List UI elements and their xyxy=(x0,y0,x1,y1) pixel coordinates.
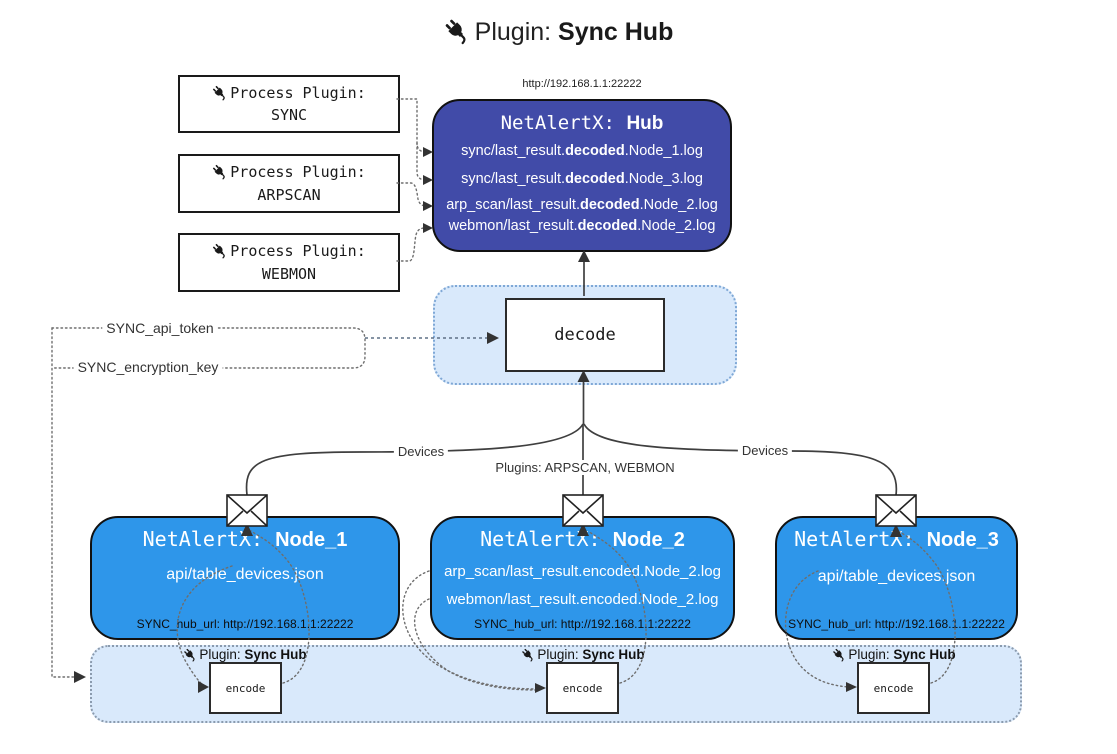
hub-box: NetAlertX: Hub sync/last_result.decoded.… xyxy=(432,99,732,252)
edge-label-devices-left: Devices xyxy=(393,444,449,459)
plug-icon xyxy=(443,18,471,45)
process-plugin-sync-box: Process Plugin: SYNC xyxy=(178,75,400,133)
node2-box: NetAlertX: Node_2 arp_scan/last_result.e… xyxy=(430,516,735,640)
band-plugin-label: Plugin: Sync Hub xyxy=(832,647,956,662)
node-footer: SYNC_hub_url: http://192.168.1.1:22222 xyxy=(136,617,354,631)
encode-box: encode xyxy=(209,662,282,714)
hub-log-line: webmon/last_result.decoded.Node_2.log xyxy=(448,218,716,234)
process-plugin-name: WEBMON xyxy=(261,264,317,283)
node-footer: SYNC_hub_url: http://192.168.1.1:22222 xyxy=(474,617,691,631)
hub-log-line: arp_scan/last_result.decoded.Node_2.log xyxy=(446,197,718,213)
process-plugin-label-row: Process Plugin: xyxy=(212,82,366,105)
plug-icon xyxy=(832,648,847,662)
node-data-line: arp_scan/last_result.encoded.Node_2.log xyxy=(444,563,721,580)
band-plugin-label: Plugin: Sync Hub xyxy=(521,647,645,662)
decode-box: decode xyxy=(505,298,665,372)
node3-box: NetAlertX: Node_3 api/table_devices.json… xyxy=(775,516,1018,640)
edge-label-plugins: Plugins: ARPSCAN, WEBMON xyxy=(491,460,679,475)
setting-encryption-key-label: SYNC_encryption_key xyxy=(73,359,223,375)
band-plugin-label: Plugin: Sync Hub xyxy=(183,647,307,662)
node-footer: SYNC_hub_url: http://192.168.1.1:22222 xyxy=(788,617,1005,631)
plug-icon xyxy=(212,84,229,101)
hub-title-prefix: NetAlertX: xyxy=(500,112,627,134)
process-plugin-label: Process Plugin: xyxy=(230,83,366,102)
process-plugin-name: SYNC xyxy=(270,106,308,124)
process-plugin-label: Process Plugin: xyxy=(230,242,366,260)
node1-box: NetAlertX: Node_1 api/table_devices.json… xyxy=(90,516,400,640)
hub-log-line: sync/last_result.decoded.Node_3.log xyxy=(461,171,703,187)
encode-box: encode xyxy=(546,662,619,714)
node-title: NetAlertX: Node_2 xyxy=(480,527,685,551)
hub-log-line: sync/last_result.decoded.Node_1.log xyxy=(461,143,703,159)
node-data-line: api/table_devices.json xyxy=(166,566,324,583)
title-prefix: Plugin: xyxy=(474,18,559,46)
plug-icon xyxy=(521,648,536,662)
hub-url-label: http://192.168.1.1:22222 xyxy=(522,78,642,90)
node-data-line: webmon/last_result.encoded.Node_2.log xyxy=(446,591,719,608)
node-title: NetAlertX: Node_1 xyxy=(142,527,348,551)
setting-api-token-label: SYNC_api_token xyxy=(102,320,218,336)
process-plugin-label-row: Process Plugin: xyxy=(212,240,366,263)
plug-icon xyxy=(183,648,198,662)
plug-icon xyxy=(212,164,229,180)
node-data-line: api/table_devices.json xyxy=(817,568,976,585)
edge-label-devices-right: Devices xyxy=(737,443,793,458)
plug-icon xyxy=(212,243,229,259)
hub-title-name: Hub xyxy=(626,113,664,134)
title-name: Sync Hub xyxy=(558,18,674,46)
process-plugin-label-row: Process Plugin: xyxy=(212,161,366,184)
process-plugin-arpscan-box: Process Plugin: ARPSCAN xyxy=(178,154,400,213)
node-title: NetAlertX: Node_3 xyxy=(794,527,999,551)
page-title: Plugin: Sync Hub xyxy=(0,18,1117,47)
encode-box: encode xyxy=(857,662,930,714)
process-plugin-webmon-box: Process Plugin: WEBMON xyxy=(178,233,400,292)
process-plugin-name: ARPSCAN xyxy=(257,185,321,204)
process-plugin-label: Process Plugin: xyxy=(230,163,366,181)
hub-title: NetAlertX: Hub xyxy=(434,112,730,135)
